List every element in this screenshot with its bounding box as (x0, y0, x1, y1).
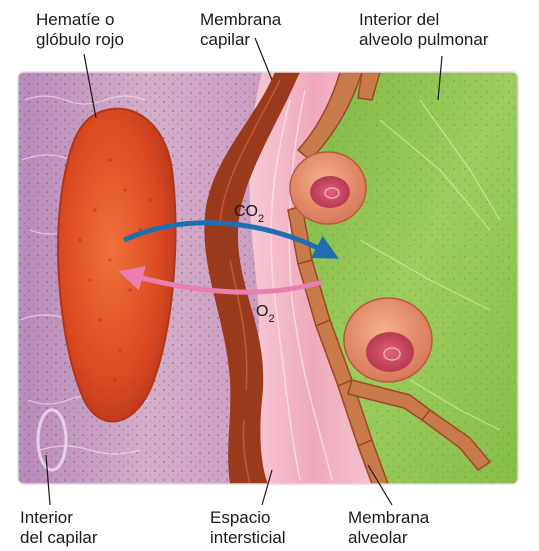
alveolar-cell-upper (290, 152, 366, 224)
alveolar-cell-lower (344, 298, 432, 382)
